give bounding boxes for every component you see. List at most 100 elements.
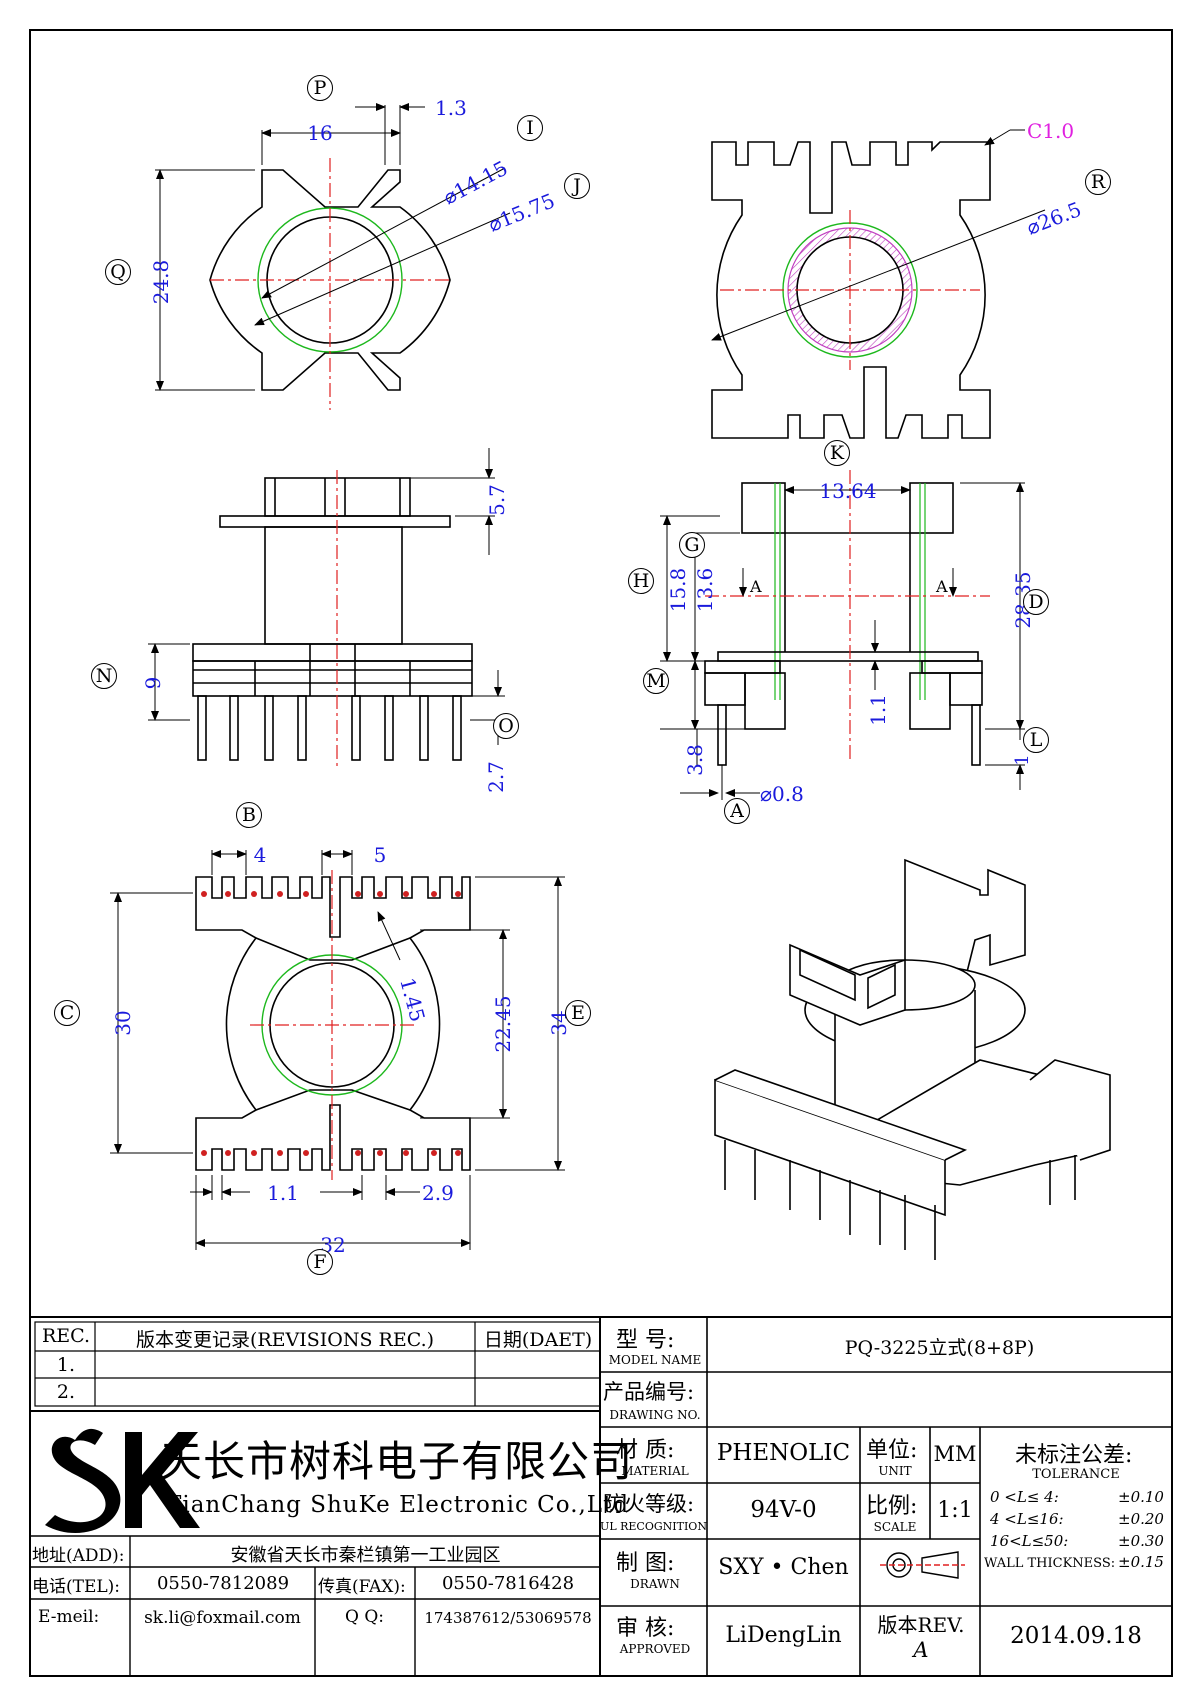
dim-15-8: 15.8 <box>666 568 690 613</box>
title-block-grid <box>29 1316 1173 1677</box>
rev-header: REC. <box>41 1325 91 1347</box>
company-name-en: TianChang ShuKe Electronic Co.,Ltd <box>166 1492 630 1518</box>
drawn-value: SXY • Chen <box>718 1555 849 1580</box>
dim-1: 1 <box>1012 754 1033 765</box>
drawing-no-label: 产品编号: <box>603 1380 695 1404</box>
rev-row-1: 1. <box>56 1354 76 1376</box>
wall-value: ±0.15 <box>1118 1553 1164 1571</box>
model-value: PQ-3225立式(8+8P) <box>844 1337 1035 1359</box>
tolerance-title: 未标注公差: <box>1015 1443 1133 1468</box>
label-b: B <box>236 802 262 828</box>
scale-label: 比例: <box>866 1494 918 1519</box>
material-label: 材 质: <box>616 1438 675 1463</box>
label-q: Q <box>105 259 131 285</box>
qq-value: 174387612/53069578 <box>424 1609 592 1627</box>
ul-value: 94V-0 <box>750 1497 817 1523</box>
dim-2-9: 2.9 <box>422 1181 454 1205</box>
tol-value-3: ±0.30 <box>1118 1532 1164 1550</box>
dim-5: 5 <box>374 843 387 867</box>
unit-label-en: UNIT <box>878 1464 912 1478</box>
rev-value: A <box>913 1638 929 1662</box>
label-i: I <box>517 115 543 141</box>
scale-label-en: SCALE <box>873 1520 917 1534</box>
label-e: E <box>565 1000 591 1026</box>
address-label: 地址(ADD): <box>32 1546 125 1566</box>
rev-row-2: 2. <box>56 1381 76 1403</box>
label-a: A <box>724 798 750 824</box>
dim-30: 30 <box>111 1010 135 1035</box>
email-label: E-meil: <box>38 1607 100 1627</box>
material-label-en: MATERIAL <box>621 1464 689 1478</box>
company-name-cn: 天长市树科电子有限公司 <box>160 1437 634 1486</box>
dim-2-7: 2.7 <box>484 761 508 793</box>
label-j: J <box>564 173 590 199</box>
dim-22-45: 22.45 <box>491 995 515 1052</box>
bottom-left-view <box>110 850 565 1250</box>
label-h: H <box>628 568 654 594</box>
tel-label: 电话(TEL): <box>32 1577 121 1597</box>
label-o: O <box>493 713 519 739</box>
dim-5-7: 5.7 <box>485 484 509 516</box>
unit-label: 单位: <box>866 1438 918 1463</box>
isometric-view <box>714 858 1111 1260</box>
dim-d0-8: ⌀0.8 <box>760 782 804 806</box>
label-r: R <box>1085 169 1111 195</box>
qq-label: Q Q: <box>345 1607 385 1627</box>
rev-label: 版本REV. <box>877 1613 965 1637</box>
approved-value: LiDengLin <box>725 1623 842 1648</box>
section-mark-a-right: A <box>935 577 948 596</box>
label-l: L <box>1023 727 1049 753</box>
dim-c1-0: C1.0 <box>1027 119 1074 143</box>
label-m: M <box>643 668 669 694</box>
tol-range-3: 16<L≤50: <box>990 1532 1069 1550</box>
pin-dots <box>201 891 461 1156</box>
tolerance-en: TOLERANCE <box>1032 1467 1120 1482</box>
tol-range-2: 4 <L≤16: <box>990 1510 1064 1528</box>
dim-9: 9 <box>141 677 165 690</box>
dim-1-1-horiz: 1.1 <box>267 1181 299 1205</box>
label-g: G <box>679 532 705 558</box>
top-left-view <box>155 103 511 410</box>
middle-left-view <box>148 448 505 770</box>
drawn-label: 制 图: <box>616 1551 675 1576</box>
material-value: PHENOLIC <box>716 1440 851 1466</box>
model-label: 型 号: <box>616 1328 675 1353</box>
tol-range-1: 0 <L≤ 4: <box>990 1488 1059 1506</box>
ul-label-en: UL RECOGNITION <box>600 1520 707 1533</box>
section-mark-a-left: A <box>749 577 762 596</box>
label-k: K <box>824 440 850 466</box>
ul-label: 防火等级: <box>603 1492 695 1516</box>
date-value: 2014.09.18 <box>1010 1623 1142 1649</box>
fax-value: 0550-7816428 <box>441 1573 575 1594</box>
label-f: F <box>307 1249 333 1275</box>
dim-24-8: 24.8 <box>149 260 173 305</box>
dim-16: 16 <box>307 121 332 145</box>
label-n: N <box>91 663 117 689</box>
approved-label: 审 核: <box>616 1616 675 1641</box>
approved-label-en: APPROVED <box>619 1642 691 1656</box>
wall-label: WALL THICKNESS: <box>984 1556 1116 1571</box>
rev-desc-header: 版本变更记录(REVISIONS REC.) <box>135 1329 435 1351</box>
dim-13-6: 13.6 <box>693 568 717 613</box>
dim-4: 4 <box>254 843 267 867</box>
dim-1-1-vert: 1.1 <box>866 694 890 726</box>
tol-value-2: ±0.20 <box>1118 1510 1164 1528</box>
unit-value: MM <box>933 1442 977 1466</box>
scale-value: 1:1 <box>937 1498 973 1523</box>
fax-label: 传真(FAX): <box>318 1577 406 1597</box>
sk-logo <box>45 1428 200 1534</box>
address-value: 安徽省天长市秦栏镇第一工业园区 <box>230 1545 501 1566</box>
drawn-label-en: DRAWN <box>630 1577 680 1591</box>
projection-symbol-icon <box>880 1551 965 1579</box>
label-d: D <box>1023 589 1049 615</box>
top-right-view <box>711 129 1046 439</box>
dim-3-8: 3.8 <box>683 744 707 776</box>
label-c: C <box>54 1000 80 1026</box>
dim-13-64: 13.64 <box>819 479 876 503</box>
label-p: P <box>307 75 333 101</box>
middle-right-view <box>660 470 1025 800</box>
model-label-en: MODEL NAME <box>608 1353 702 1367</box>
email-value: sk.li@foxmail.com <box>144 1608 301 1628</box>
